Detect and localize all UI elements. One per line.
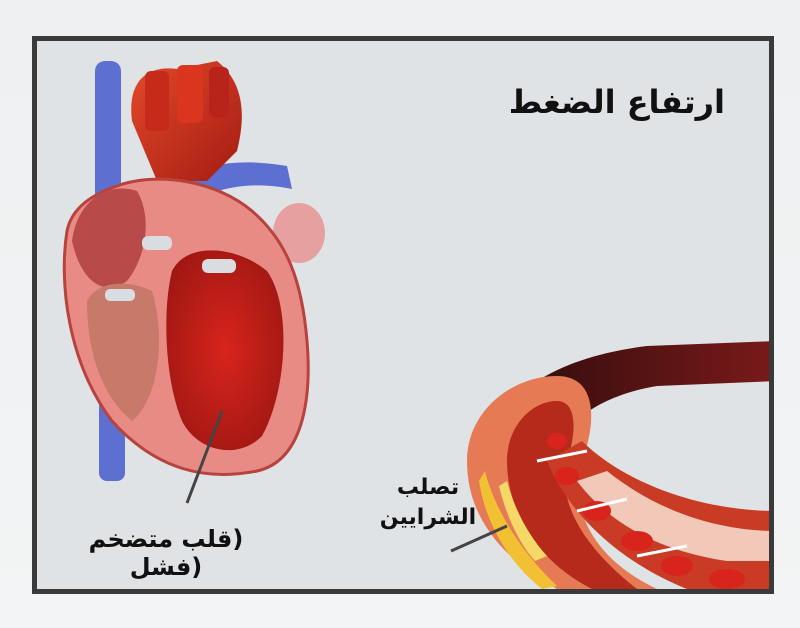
artery-illustration (451, 341, 769, 589)
valve (105, 289, 135, 301)
heart-label: (قلب متضخم (فشل (51, 525, 281, 581)
valve (202, 259, 236, 273)
heart-illustration (64, 61, 325, 503)
valve (142, 236, 172, 250)
artery-label-line2: الشرايين (373, 503, 483, 533)
diagram-title: ارتفاع الضغط (509, 83, 725, 121)
diagram-frame: ارتفاع الضغط تصلب الشرايين (قلب متضخم (ف… (32, 36, 774, 594)
artery-label-line1: تصلب (373, 473, 483, 503)
artery-label: تصلب الشرايين (373, 473, 483, 533)
enlarged-left-ventricle (166, 250, 283, 450)
